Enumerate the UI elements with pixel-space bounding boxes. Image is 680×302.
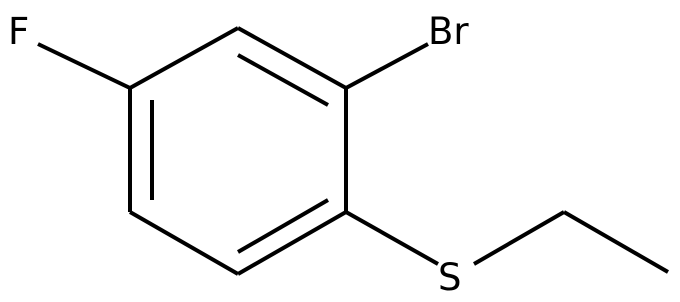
ring-bond-c4-c5 <box>129 210 239 276</box>
ring-bond-c1-c2 <box>237 26 347 90</box>
ring-inner-double-bond-top-right <box>237 53 329 107</box>
bromine-atom-label: Br <box>428 10 469 53</box>
ring-inner-double-bond-bottom <box>236 198 330 254</box>
bond-ring-to-bromine <box>345 42 429 90</box>
ring-bond-c6-c1 <box>129 26 239 90</box>
bond-ch2-to-ch3 <box>563 210 669 274</box>
bond-ring-to-fluorine <box>37 42 131 90</box>
fluorine-atom-label: F <box>8 10 29 53</box>
bond-sulfur-to-ch2 <box>472 210 566 266</box>
bond-ring-to-sulfur <box>345 210 439 266</box>
ring-bond-c3-c4 <box>237 210 347 276</box>
sulfur-atom-label: S <box>438 256 462 299</box>
